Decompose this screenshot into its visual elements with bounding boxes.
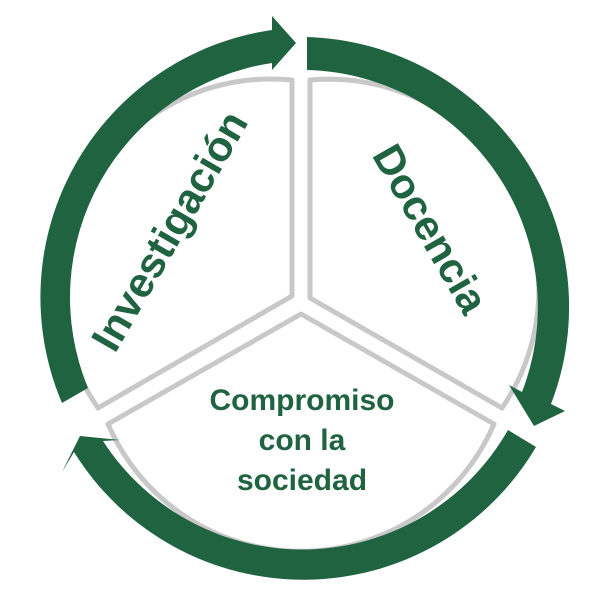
arrow-compromiso-to-investigacion-top bbox=[40, 16, 297, 403]
segment-label-compromiso-line3: sociedad bbox=[237, 464, 367, 497]
cycle-arrows bbox=[40, 16, 570, 580]
arrow-investigacion-to-docencia bbox=[307, 37, 570, 426]
segment-label-compromiso-line1: Compromiso bbox=[209, 384, 394, 417]
arrow-docencia-to-compromiso bbox=[62, 430, 536, 580]
segment-label-compromiso-line2: con la bbox=[259, 424, 346, 457]
segment-label-docencia: Docencia bbox=[364, 136, 498, 322]
